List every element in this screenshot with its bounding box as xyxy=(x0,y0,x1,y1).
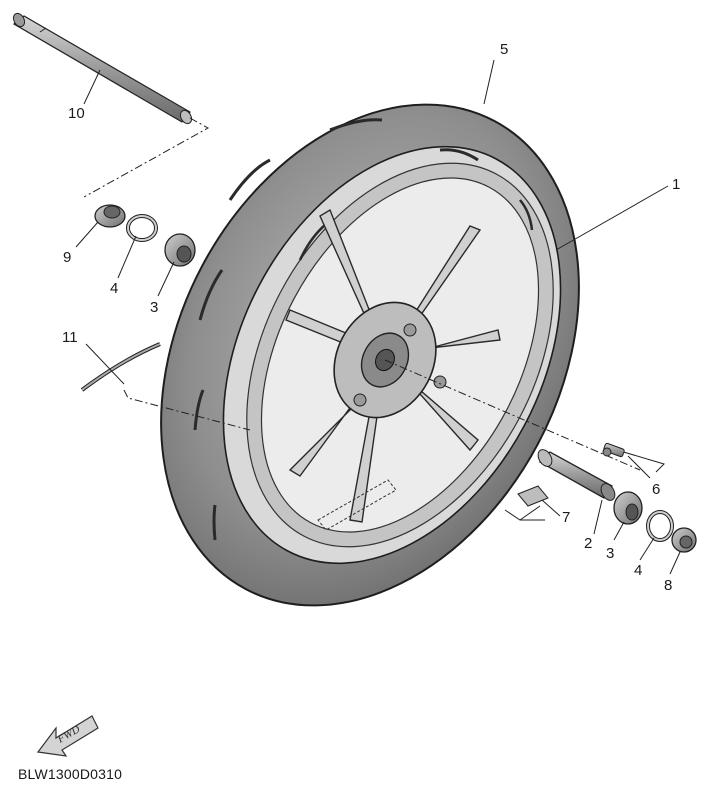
bearing-right-part xyxy=(613,491,643,525)
oil-seal-left-part xyxy=(126,214,158,242)
callout-1: 1 xyxy=(672,176,680,193)
bolt-part xyxy=(602,442,625,458)
callout-labels: 10 5 1 9 4 3 11 6 7 2 3 4 8 xyxy=(62,41,680,594)
sensor-bracket-part xyxy=(517,485,549,507)
spacer-part xyxy=(537,449,616,501)
callout-2: 2 xyxy=(584,535,592,552)
balance-weight-part xyxy=(80,342,161,392)
drawing-code: BLW1300D0310 xyxy=(18,766,123,782)
oil-seal-right-part xyxy=(646,510,674,542)
leader-lines xyxy=(75,59,681,575)
callout-7: 7 xyxy=(562,509,570,526)
callout-5: 5 xyxy=(500,41,508,58)
bearing-left-part xyxy=(164,233,196,267)
callout-8: 8 xyxy=(664,577,672,594)
collar-right-part xyxy=(671,527,697,553)
cast-wheel-part xyxy=(260,177,540,533)
callout-3-left: 3 xyxy=(150,299,158,316)
callout-4-left: 4 xyxy=(110,280,118,297)
axle-part xyxy=(12,12,193,125)
exploded-guide-lines xyxy=(83,117,665,521)
callout-3-right: 3 xyxy=(606,545,614,562)
callout-9: 9 xyxy=(63,249,71,266)
callout-10: 10 xyxy=(68,105,85,122)
forward-arrow-icon: FWD xyxy=(36,715,99,757)
callout-4-right: 4 xyxy=(634,562,642,579)
collar-left-part xyxy=(94,204,126,228)
callout-6: 6 xyxy=(652,481,660,498)
callout-11: 11 xyxy=(62,329,78,346)
